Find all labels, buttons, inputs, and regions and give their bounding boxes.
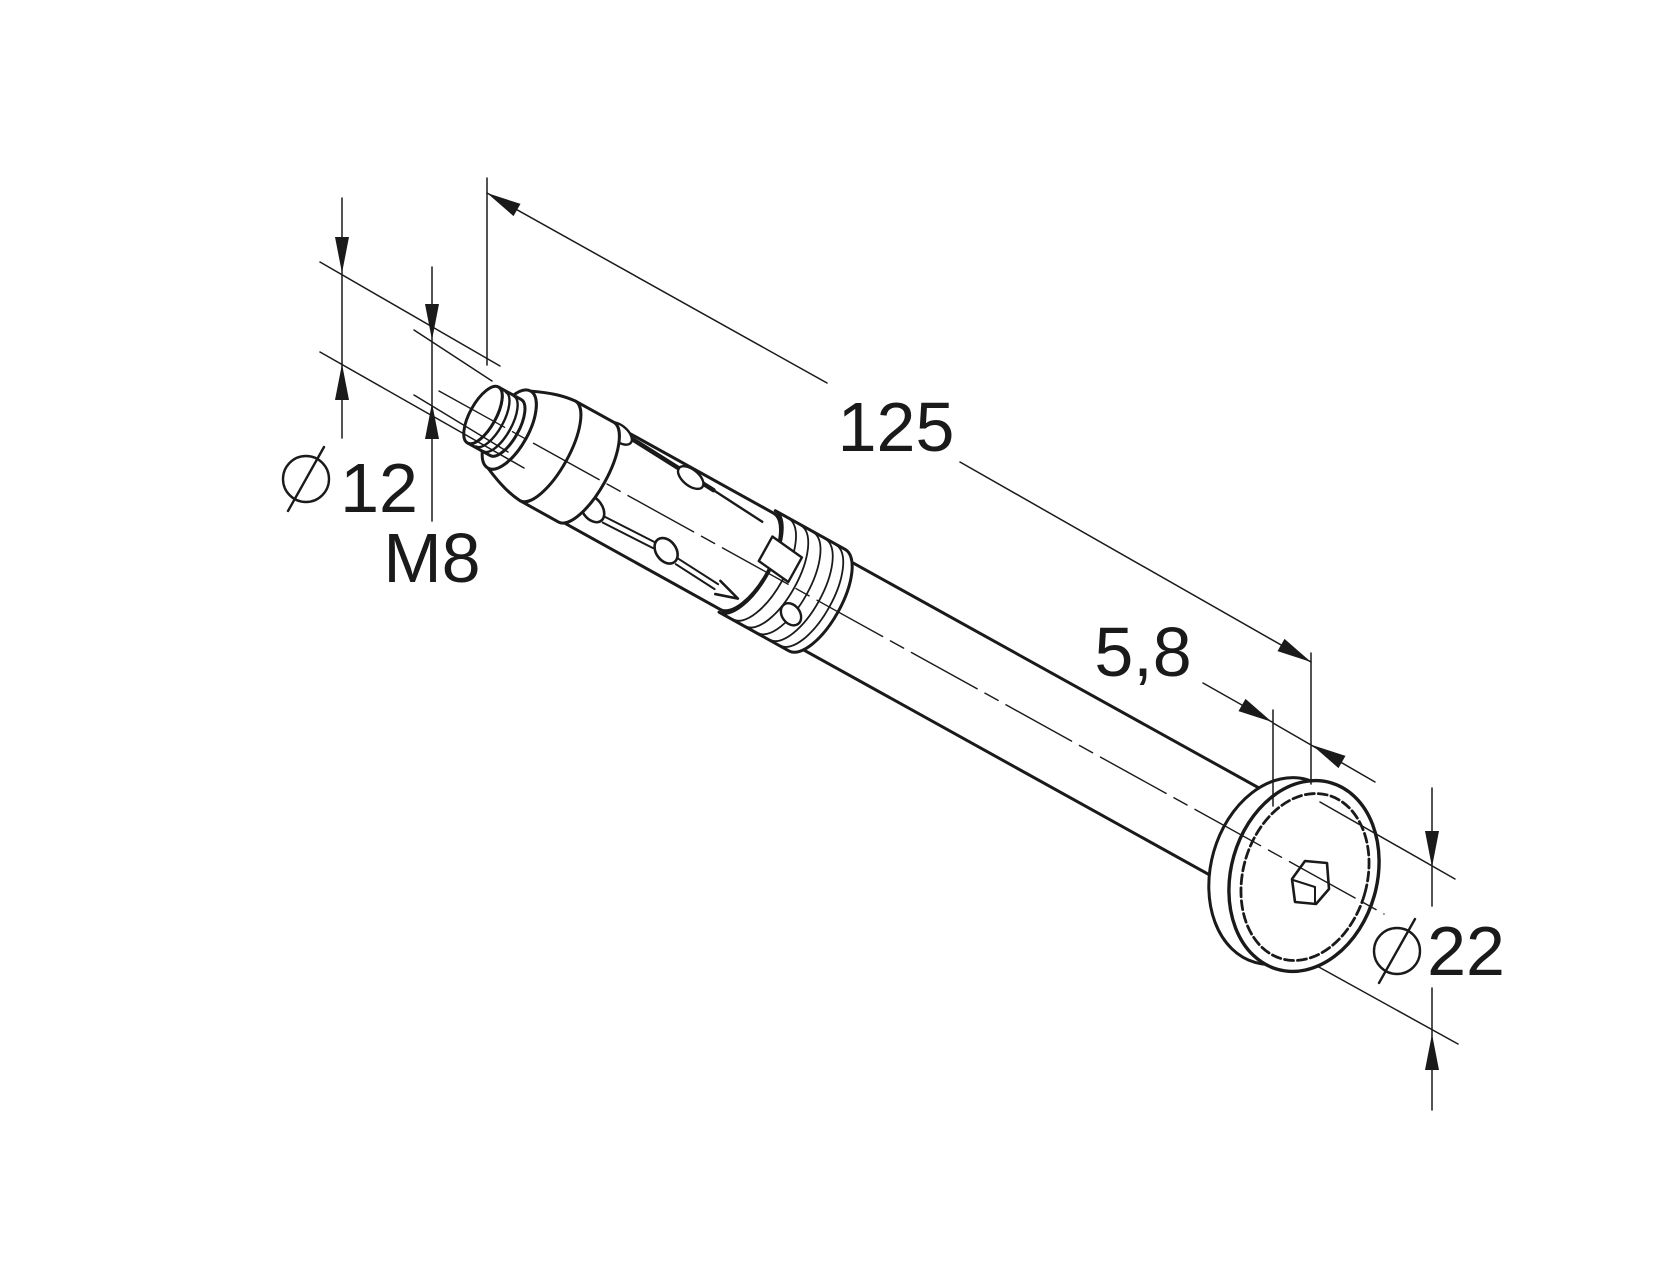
arrowhead <box>335 237 349 273</box>
hex-socket-edge <box>1292 879 1316 888</box>
hex-socket <box>1290 859 1331 906</box>
label-head-diameter: 22 <box>1427 912 1505 990</box>
arrowhead <box>1312 745 1346 769</box>
arrowhead <box>487 193 521 217</box>
diameter-symbol <box>1372 926 1422 976</box>
diameter-symbol-slash <box>1377 917 1417 985</box>
arrowhead <box>1238 698 1272 722</box>
arrowhead <box>1425 1034 1439 1070</box>
label-overall-length: 125 <box>838 388 955 466</box>
dim-head-diameter <box>1316 787 1459 1111</box>
sleeve-notch <box>676 465 705 491</box>
label-anchor-diameter: 12 <box>340 449 418 527</box>
arrowhead <box>425 304 439 340</box>
arrowhead <box>1425 831 1439 867</box>
anchor-head <box>1207 776 1381 974</box>
sleeve-teardrop-hole <box>653 536 679 565</box>
arrowhead <box>1277 638 1311 662</box>
knurled-ring <box>717 509 854 654</box>
ring-teardrop-hole <box>779 602 803 627</box>
label-head-height: 5,8 <box>1094 613 1191 691</box>
diameter-symbol <box>281 454 331 504</box>
dim-overall-length <box>486 177 1312 785</box>
diameter-symbol-slash <box>286 445 326 513</box>
ring-window <box>757 535 804 584</box>
center-line <box>438 390 1385 915</box>
sleeve-slit-point <box>714 579 740 600</box>
dim-thread <box>413 266 509 522</box>
dim-head-height <box>1202 682 1376 807</box>
label-thread-size: M8 <box>383 519 480 597</box>
thread-crest <box>482 394 519 454</box>
arrowhead <box>425 403 439 439</box>
arrowhead <box>335 364 349 400</box>
head-serrated-rim <box>1239 792 1371 962</box>
dim-anchor-diameter <box>281 197 525 513</box>
dimension-lines <box>281 177 1459 1111</box>
